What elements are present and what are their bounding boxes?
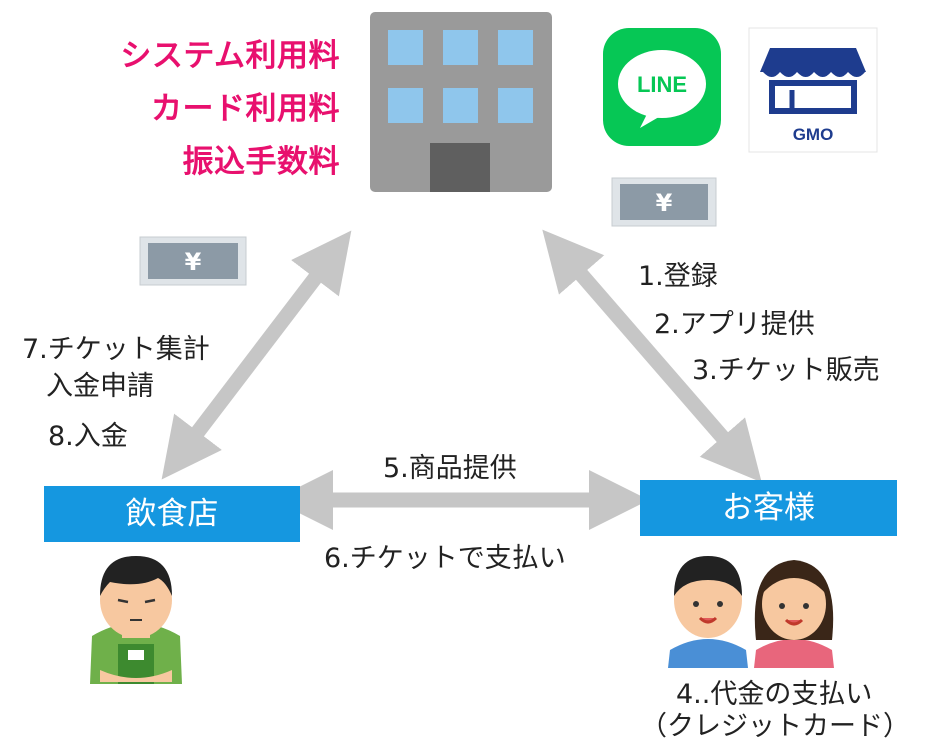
restaurant-node: 飲食店 [44, 486, 300, 542]
arrow-company-customer [542, 229, 762, 483]
banknote-icon: ¥ [611, 177, 717, 227]
step-7-label: 7.チケット集計 [22, 334, 210, 365]
step-6-label: 6.チケットで支払い [324, 543, 566, 574]
customers-illustration [668, 556, 834, 668]
fee-card: カード利用料 [151, 91, 340, 127]
fee-system: システム利用料 [120, 38, 340, 74]
gmo-logo-text: GMO [793, 125, 834, 144]
arrow-restaurant-company [161, 230, 352, 480]
step-1-label: 1.登録 [638, 261, 718, 292]
step-2-label: 2.アプリ提供 [654, 309, 815, 340]
customer-node: お客様 [640, 480, 897, 536]
gmo-shop-logo: GMO [748, 27, 878, 153]
fee-list: システム利用料 カード利用料 振込手数料 [120, 30, 340, 189]
line-logo-text: LINE [637, 72, 687, 97]
shop-clerk-illustration [90, 556, 182, 684]
banknote-yen-symbol: ¥ [656, 189, 673, 217]
line-app-logo: LINE [603, 28, 721, 146]
fee-transfer: 振込手数料 [182, 144, 340, 180]
company-building-icon [370, 12, 552, 192]
step-3-label: 3.チケット販売 [692, 355, 880, 386]
step-4-label: 4..代金の支払い [676, 679, 873, 710]
banknote-yen-symbol: ¥ [185, 248, 202, 276]
step-5-label: 5.商品提供 [383, 453, 517, 484]
step-8-label: 8.入金 [48, 421, 128, 452]
step-7-sub-label: 入金申請 [46, 371, 154, 402]
banknote-icon: ¥ [139, 236, 247, 286]
step-4-note: （クレジットカード） [640, 711, 910, 742]
